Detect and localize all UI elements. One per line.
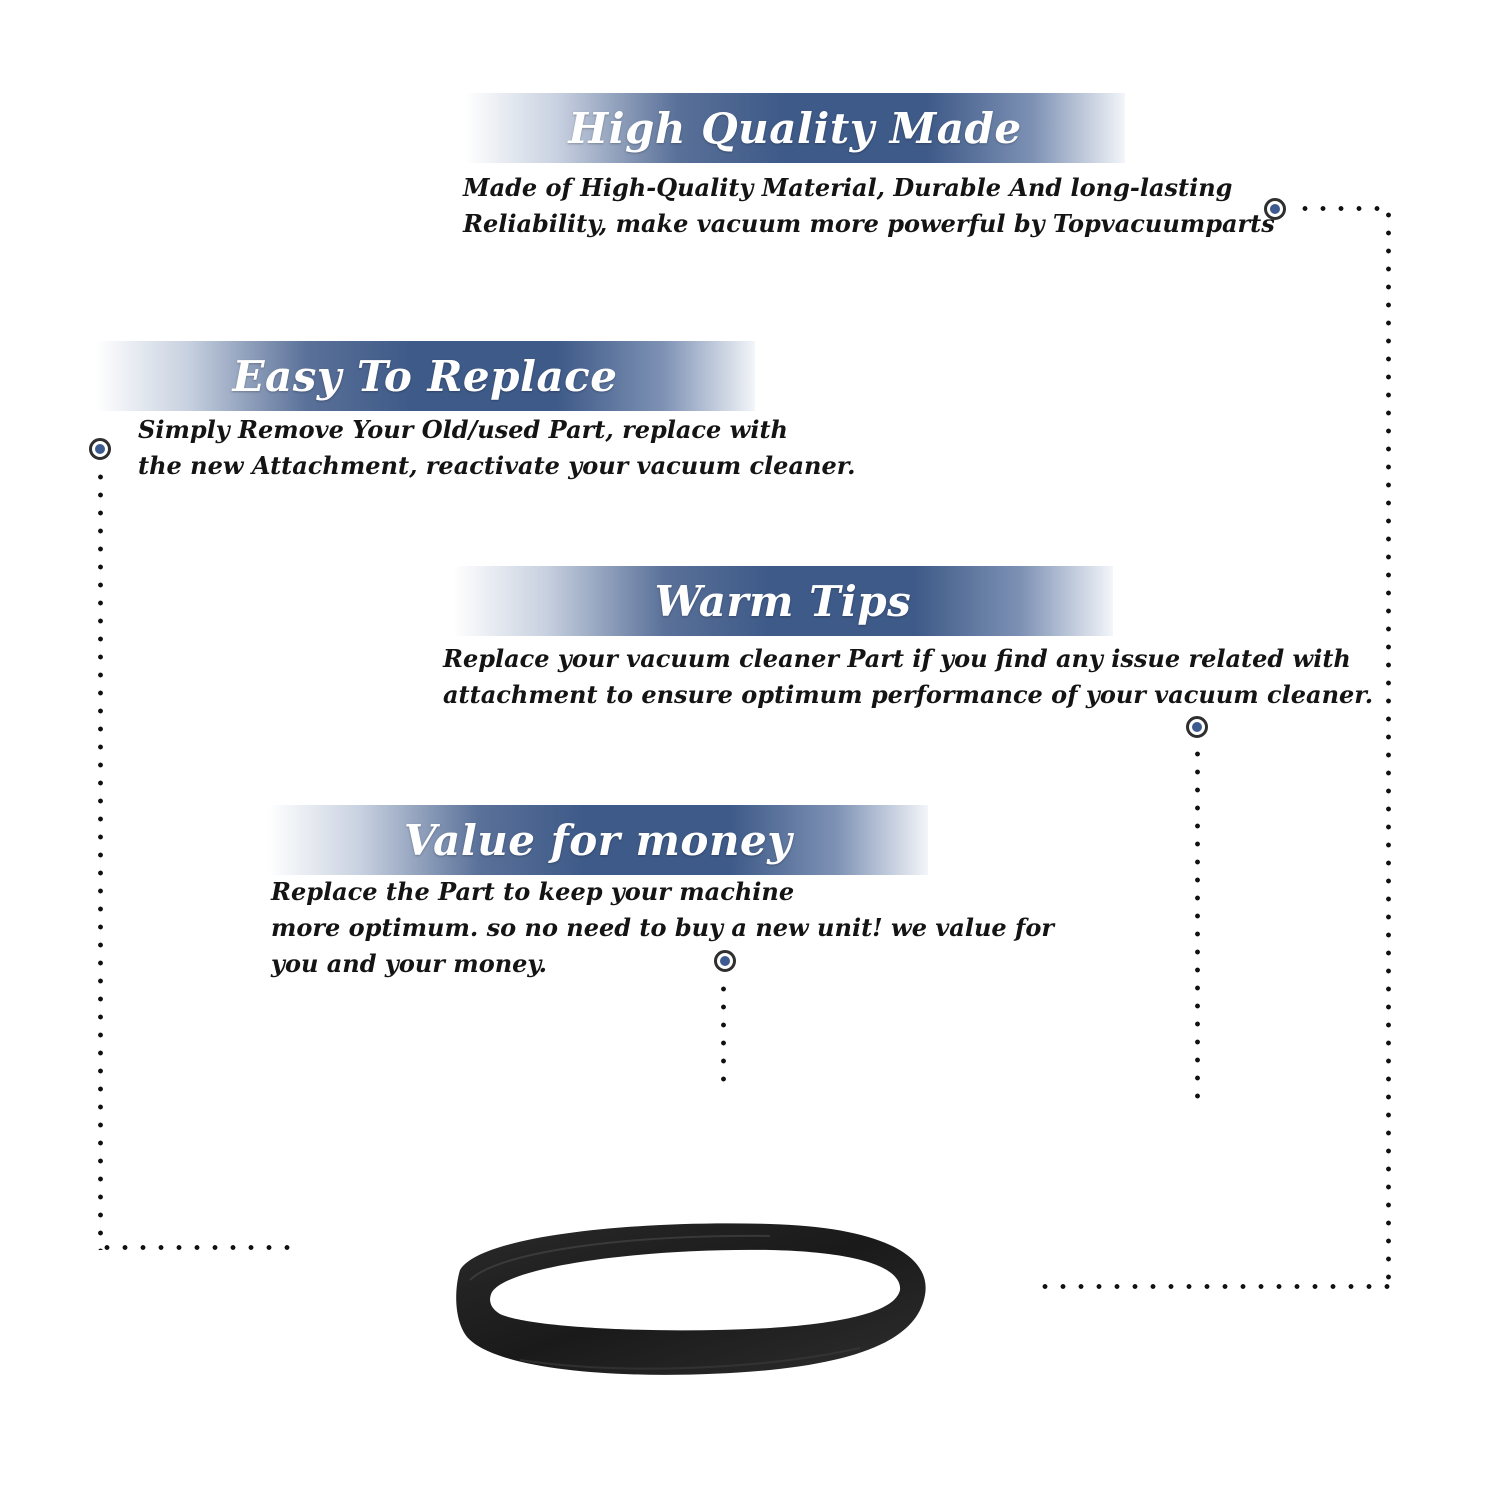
dotted-connector <box>98 1245 300 1250</box>
dotted-connector <box>1386 206 1391 1290</box>
bullseye-icon <box>89 438 111 460</box>
banner-warm-tips: Warm Tips <box>453 566 1113 636</box>
dotted-connector <box>721 980 726 1092</box>
banner-value-money: Value for money <box>268 805 928 875</box>
text-line: Replace the Part to keep your machine <box>271 877 795 906</box>
text-line: Made of High-Quality Material, Durable A… <box>463 173 1233 202</box>
section-title-easy-replace: Easy To Replace <box>232 351 618 401</box>
text-line: you and your money. <box>271 949 547 978</box>
text-line: attachment to ensure optimum performance… <box>443 680 1374 709</box>
text-line: Simply Remove Your Old/used Part, replac… <box>138 415 788 444</box>
section-title-high-quality: High Quality Made <box>568 103 1022 153</box>
section-text-value-money: Replace the Part to keep your machine mo… <box>271 874 1054 982</box>
dotted-connector <box>98 468 103 1250</box>
dotted-connector <box>1195 745 1200 1110</box>
text-line: Replace your vacuum cleaner Part if you … <box>443 644 1351 673</box>
text-line: Reliability, make vacuum more powerful b… <box>463 209 1275 238</box>
bullseye-icon <box>1186 716 1208 738</box>
dotted-connector <box>1036 1284 1390 1289</box>
dotted-connector <box>1296 206 1390 211</box>
text-line: more optimum. so no need to buy a new un… <box>271 913 1054 942</box>
banner-easy-replace: Easy To Replace <box>95 341 755 411</box>
bullseye-icon <box>1264 198 1286 220</box>
section-title-value-money: Value for money <box>403 815 793 865</box>
banner-high-quality: High Quality Made <box>465 93 1125 163</box>
bullseye-icon <box>714 950 736 972</box>
section-text-warm-tips: Replace your vacuum cleaner Part if you … <box>443 641 1373 713</box>
section-text-high-quality: Made of High-Quality Material, Durable A… <box>463 170 1275 242</box>
vacuum-belt-image <box>456 1223 926 1375</box>
section-text-easy-replace: Simply Remove Your Old/used Part, replac… <box>138 412 856 484</box>
section-title-warm-tips: Warm Tips <box>654 576 912 626</box>
text-line: the new Attachment, reactivate your vacu… <box>138 451 856 480</box>
